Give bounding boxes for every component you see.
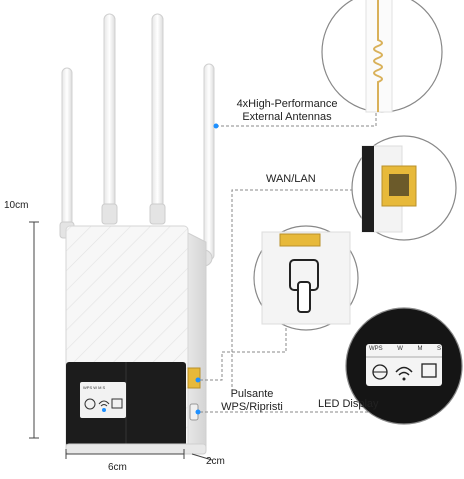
wan-port-callout bbox=[351, 135, 457, 241]
leader-dot-port bbox=[195, 377, 201, 383]
front-led-text: WPS W M S bbox=[83, 385, 106, 390]
led-wifi-dot bbox=[402, 377, 406, 381]
width-dimension-label: 6cm bbox=[108, 462, 127, 473]
front-accent-dot bbox=[102, 408, 106, 412]
led-label-m: M bbox=[417, 346, 423, 352]
side-lan-port bbox=[187, 367, 201, 389]
front-ethernet-icon bbox=[111, 398, 123, 409]
antennas-label-line2: External Antennas bbox=[242, 111, 332, 123]
leader-dot-wps bbox=[195, 409, 201, 415]
wan-port-inner bbox=[389, 174, 409, 196]
antenna-2 bbox=[103, 13, 116, 211]
leader-dot-antennas bbox=[213, 123, 219, 129]
wps-label-line1: Pulsante bbox=[230, 388, 274, 400]
wan-port-dark bbox=[362, 146, 374, 232]
antenna-1 bbox=[61, 67, 73, 229]
router-body: WPS W M S bbox=[65, 225, 207, 455]
wps-label-line2: WPS/Ripristi bbox=[221, 401, 283, 413]
antenna-coil bbox=[373, 0, 383, 112]
led-panel-labels: WPS W M S bbox=[369, 346, 441, 356]
led-label-w: W bbox=[397, 346, 403, 352]
antenna-3 bbox=[151, 13, 164, 211]
antenna-detail-callout bbox=[321, 0, 443, 113]
dimension-lines bbox=[29, 221, 213, 461]
antennas-label-line1: 4xHigh-Performance bbox=[236, 98, 338, 110]
led-display-screen bbox=[366, 344, 442, 386]
leader-antennas bbox=[216, 110, 377, 127]
antenna-3-base bbox=[149, 203, 166, 225]
router-base bbox=[65, 443, 207, 455]
antenna-4 bbox=[203, 63, 215, 261]
wps-callout-text: Pulsante WPS/Ripristi bbox=[212, 388, 292, 414]
leader-port bbox=[200, 328, 287, 381]
front-globe-icon bbox=[84, 398, 96, 410]
depth-dimension-label: 2cm bbox=[206, 456, 225, 467]
height-dimension-label: 10cm bbox=[4, 200, 29, 211]
led-display-label: LED Display bbox=[318, 398, 379, 410]
led-display-callout bbox=[345, 307, 463, 425]
front-wifi-icon bbox=[98, 400, 110, 407]
side-button-stem bbox=[297, 281, 311, 313]
led-ethernet-icon bbox=[421, 363, 437, 378]
antenna-2-base bbox=[101, 203, 118, 225]
depth-line bbox=[191, 453, 213, 461]
led-label-s: S bbox=[436, 346, 441, 352]
wan-lan-label: WAN/LAN bbox=[266, 173, 316, 185]
led-label-wps: WPS bbox=[369, 346, 383, 352]
side-port-callout bbox=[253, 225, 359, 331]
antennas-callout-text: 4xHigh-Performance External Antennas bbox=[228, 98, 346, 124]
led-wifi-icon bbox=[395, 366, 413, 376]
side-port-yellow bbox=[279, 233, 321, 247]
leader-wan bbox=[231, 189, 356, 392]
